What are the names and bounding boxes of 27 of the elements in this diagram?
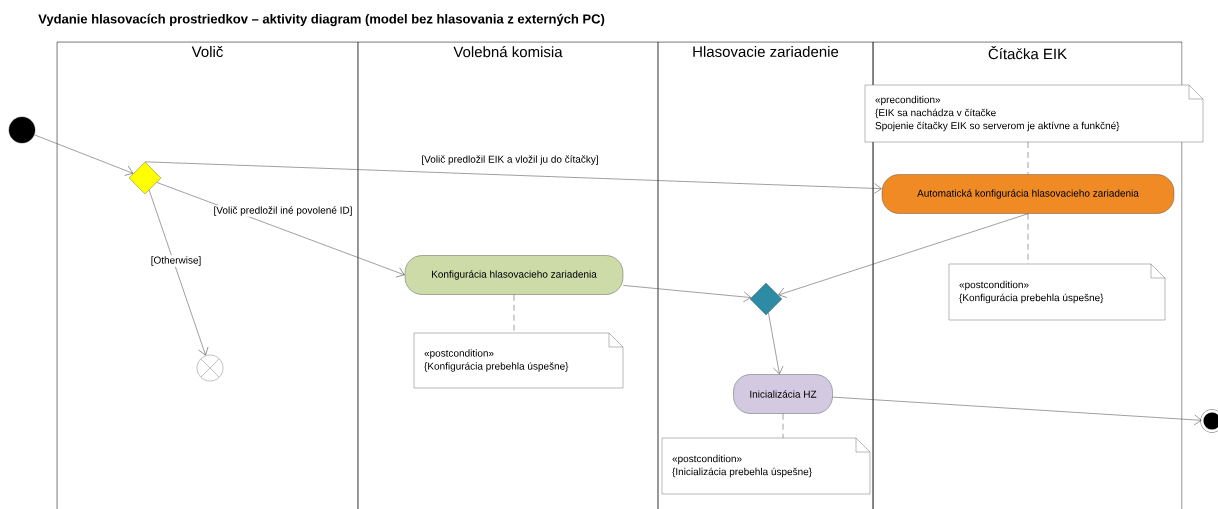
connector-line — [1027, 141, 1029, 175]
arrow — [622, 285, 752, 303]
action-box: Konfigurácia hlasovacieho zariadenia — [404, 255, 624, 295]
title: Vydanie hlasovacích prostriedkov – aktivity diagram (model bez hlasovania z externých PC) — [38, 13, 605, 27]
arrow — [34, 134, 134, 176]
note: «postcondition» {Konfigurácia prebehla úspešne} — [948, 263, 1166, 321]
arrow — [832, 396, 1202, 426]
arrow — [148, 189, 209, 356]
action-box: Inicializácia HZ — [733, 374, 833, 414]
edge-label: [Otherwise] — [149, 255, 203, 267]
arrow — [768, 312, 784, 375]
edge-label: [Volič predložil iné povolené ID] — [212, 205, 354, 217]
arrow — [778, 213, 1029, 298]
arrow — [144, 161, 882, 194]
flow-final-node — [196, 354, 224, 382]
edge-label: [Volič predložil EIK a vložil ju do čítačky] — [420, 154, 600, 166]
note: «postcondition» {Inicializácia prebehla úspešne} — [661, 437, 871, 495]
decision-diamond — [749, 282, 783, 316]
arrow — [156, 182, 405, 278]
decision-diamond — [128, 161, 162, 195]
final-node — [1200, 409, 1218, 433]
action-box: Automatická konfigurácia hlasovacieho zariadenia — [881, 174, 1175, 214]
note: «precondition» {EIK sa nachádza v čítačke Spojenie čítačky EIK so serverom je aktívne a funkčné} — [864, 84, 1204, 143]
initial-node — [8, 116, 36, 144]
note: «postcondition» {Konfigurácia prebehla úspešne} — [413, 332, 624, 389]
connector-line — [513, 294, 515, 334]
connector-line — [782, 413, 784, 439]
